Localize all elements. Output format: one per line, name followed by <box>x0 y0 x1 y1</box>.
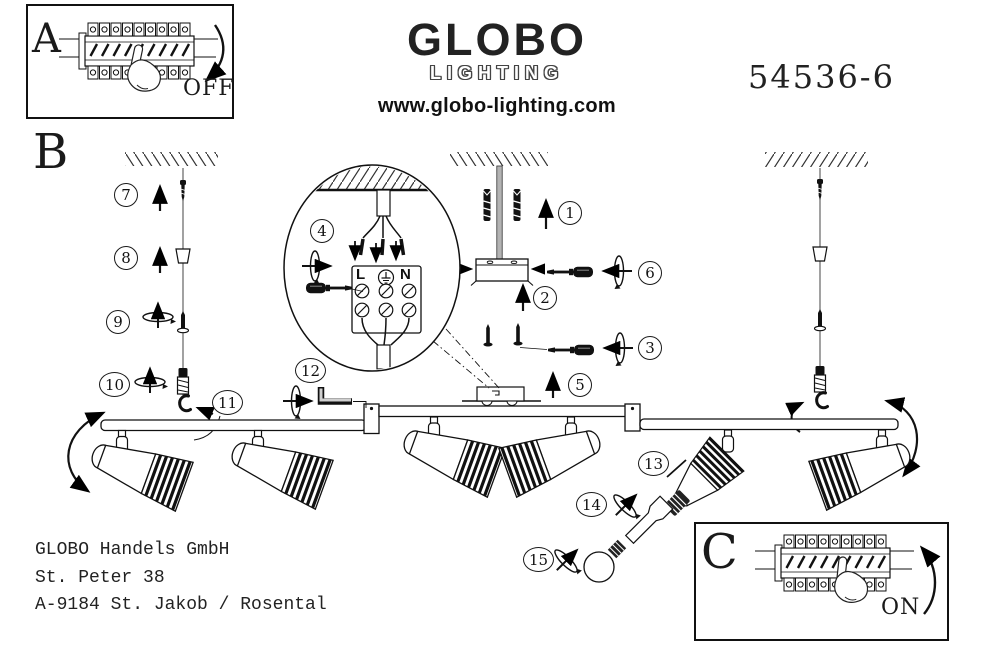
cable-stop-cone <box>812 246 828 262</box>
manufacturer-address: GLOBO Handels GmbH St. Peter 38 A-9184 S… <box>35 537 327 620</box>
step-badge-15: 15 <box>523 547 554 572</box>
detail-leader <box>432 340 490 389</box>
model-number: 54536-6 <box>748 58 895 96</box>
detail-leader <box>445 328 500 389</box>
ceiling-hatch-right <box>765 152 868 167</box>
off-label: OFF <box>183 76 235 101</box>
hook-icon <box>815 391 829 410</box>
wiring-detail <box>283 164 500 389</box>
suspension-right <box>785 168 921 478</box>
suspension-left <box>135 168 221 441</box>
cable-connector <box>176 367 190 395</box>
ceiling-hatch-center <box>450 152 548 166</box>
section-a-label: A <box>32 16 61 62</box>
brand-block: GLOBO LIGHTING www.globo-lighting.com <box>337 16 657 117</box>
step-badge-11: 11 <box>212 390 243 415</box>
cable-stop-cone <box>175 248 191 264</box>
step-badge-9: 9 <box>106 310 130 334</box>
step-badge-5: 5 <box>568 373 592 397</box>
hook-icon <box>178 394 192 413</box>
cable-connector <box>813 365 827 393</box>
rotate-arrow-icon <box>605 333 633 366</box>
step-badge-13: 13 <box>638 451 669 476</box>
mounting-bracket <box>470 258 534 286</box>
step-badge-3: 3 <box>638 336 662 360</box>
terminal-neutral-label: N <box>400 266 411 283</box>
step-badge-14: 14 <box>576 492 607 517</box>
ceiling-canopy <box>462 386 541 406</box>
manufacturer-city: A-9184 St. Jakob / Rosental <box>35 595 327 615</box>
ceiling-hatch-left <box>125 152 218 166</box>
center-mount <box>458 165 633 406</box>
spotlight-head <box>394 413 507 499</box>
bar-joint-block <box>363 403 380 435</box>
leader-curve <box>193 415 221 441</box>
wall-plug-icon <box>482 188 492 222</box>
step-badge-1: 1 <box>558 201 582 225</box>
swivel-curve-arrow <box>884 397 921 478</box>
manufacturer-street: St. Peter 38 <box>35 567 165 588</box>
mains-cable <box>376 189 391 217</box>
lamp-body-tube <box>624 495 674 545</box>
grub-screw-icon <box>813 308 827 332</box>
rotate-arrow-icon <box>283 386 311 419</box>
screw-icon <box>483 324 493 347</box>
switch-off-arrow <box>204 24 227 83</box>
rotate-arrow-icon <box>143 304 176 328</box>
terminal-screws <box>354 283 417 318</box>
manufacturer-name: GLOBO Handels GmbH <box>35 540 230 560</box>
swivel-curve-arrow <box>67 411 106 493</box>
terminal-live-label: L <box>356 266 366 283</box>
step-badge-2: 2 <box>533 286 557 310</box>
spotlight-head <box>807 426 920 512</box>
panel-c-power-on <box>694 522 949 641</box>
spotlight-head <box>497 413 610 499</box>
wall-plug-icon <box>512 188 522 222</box>
step-badge-10: 10 <box>99 372 130 397</box>
terminal-block <box>351 265 422 334</box>
leader-line <box>666 459 687 478</box>
section-c-label: C <box>701 524 738 580</box>
screw-icon <box>816 178 824 201</box>
suspension-rod <box>496 165 503 260</box>
bulb-icon <box>583 551 615 583</box>
step-badge-7: 7 <box>114 183 138 207</box>
screwdriver-icon <box>547 344 595 356</box>
spotlight-head <box>82 427 195 513</box>
light-bar <box>67 403 920 513</box>
step-badge-4: 4 <box>310 219 334 243</box>
allen-key <box>283 386 367 419</box>
step-badge-8: 8 <box>114 246 138 270</box>
step-badge-12: 12 <box>295 358 326 383</box>
rotate-arrow-icon <box>604 256 632 289</box>
website-url: www.globo-lighting.com <box>377 95 617 117</box>
screw-icon <box>179 179 187 202</box>
section-b-label: B <box>33 124 69 180</box>
fixture-cable <box>376 344 391 370</box>
spotlight-head <box>222 425 335 511</box>
screw-icon <box>513 323 523 346</box>
exploded-spotlight <box>546 435 746 583</box>
screwdriver-icon <box>546 266 594 278</box>
brand-sub-logo: LIGHTING <box>430 63 564 83</box>
bar-joint-block <box>624 403 641 432</box>
panel-a-power-off <box>26 4 234 119</box>
switch-on-arrow <box>919 545 941 615</box>
rotate-arrow-icon <box>135 369 168 393</box>
spot-stem <box>721 429 735 453</box>
pointer-arrow <box>195 406 215 421</box>
step-badge-6: 6 <box>638 261 662 285</box>
brand-logo: GLOBO <box>407 14 587 65</box>
grub-screw-icon <box>176 310 190 334</box>
on-label: ON <box>881 595 921 620</box>
bulb-base <box>607 539 627 559</box>
